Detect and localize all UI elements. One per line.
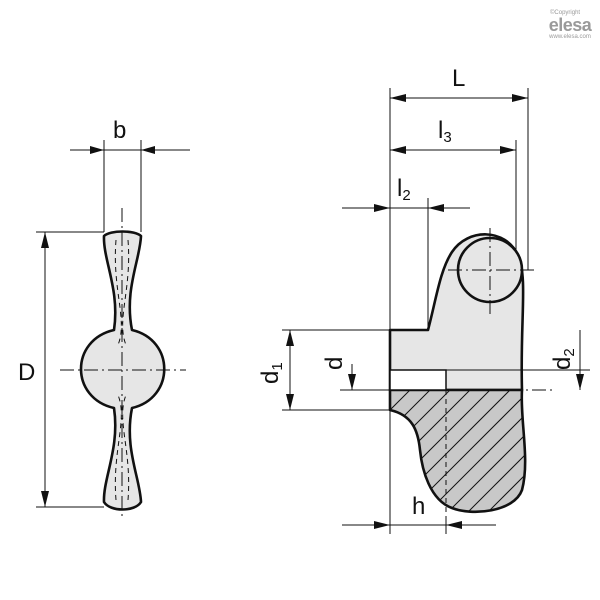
d2-sub: 2	[561, 348, 578, 356]
copyright-notice: ©Copyright	[550, 10, 581, 16]
b-arrow-left	[90, 146, 104, 154]
d2-label: d2	[549, 348, 578, 370]
wing-nut-front-outline	[79, 230, 166, 511]
d2-main: d	[549, 357, 576, 370]
d-label: d	[321, 357, 348, 370]
elesa-logo: elesa	[548, 15, 592, 35]
l2-label: l2	[397, 175, 411, 204]
d1-arrow-bottom	[286, 394, 294, 410]
brand-block: ©Copyright elesa www.elesa.com	[544, 10, 596, 40]
d1-sub: 1	[269, 362, 286, 370]
l2-arrow-left	[374, 204, 390, 212]
b-label: b	[113, 117, 126, 144]
L-arrow-right	[512, 94, 528, 102]
D-label: D	[18, 359, 35, 386]
l2-sub: 2	[402, 187, 410, 204]
D-arrow-top	[41, 232, 49, 248]
l3-label: l3	[438, 117, 452, 146]
front-view: b D	[18, 117, 190, 520]
d1-label: d1	[257, 362, 286, 384]
b-arrow-right	[141, 146, 155, 154]
L-arrow-left	[390, 94, 406, 102]
brand-url: www.elesa.com	[549, 34, 591, 40]
d1-main: d	[257, 371, 284, 384]
l3-arrow-right	[500, 146, 516, 154]
d-arrow	[348, 374, 356, 390]
l3-main: l	[438, 117, 443, 144]
l2-main: l	[397, 175, 402, 202]
d1-arrow-top	[286, 330, 294, 346]
thread-bore	[389, 369, 447, 391]
l3-arrow-left	[390, 146, 406, 154]
l3-sub: 3	[443, 129, 451, 146]
D-arrow-bottom	[41, 491, 49, 507]
L-label: L	[452, 65, 465, 92]
h-label: h	[412, 493, 425, 520]
l2-arrow-right	[428, 204, 444, 212]
h-arrow-left	[374, 521, 390, 529]
wing-nut-side-section	[388, 388, 527, 514]
d2-arrow	[576, 374, 584, 390]
side-view: L l3 l2 d1 d d2 h	[257, 65, 590, 534]
h-arrow-right	[446, 521, 462, 529]
